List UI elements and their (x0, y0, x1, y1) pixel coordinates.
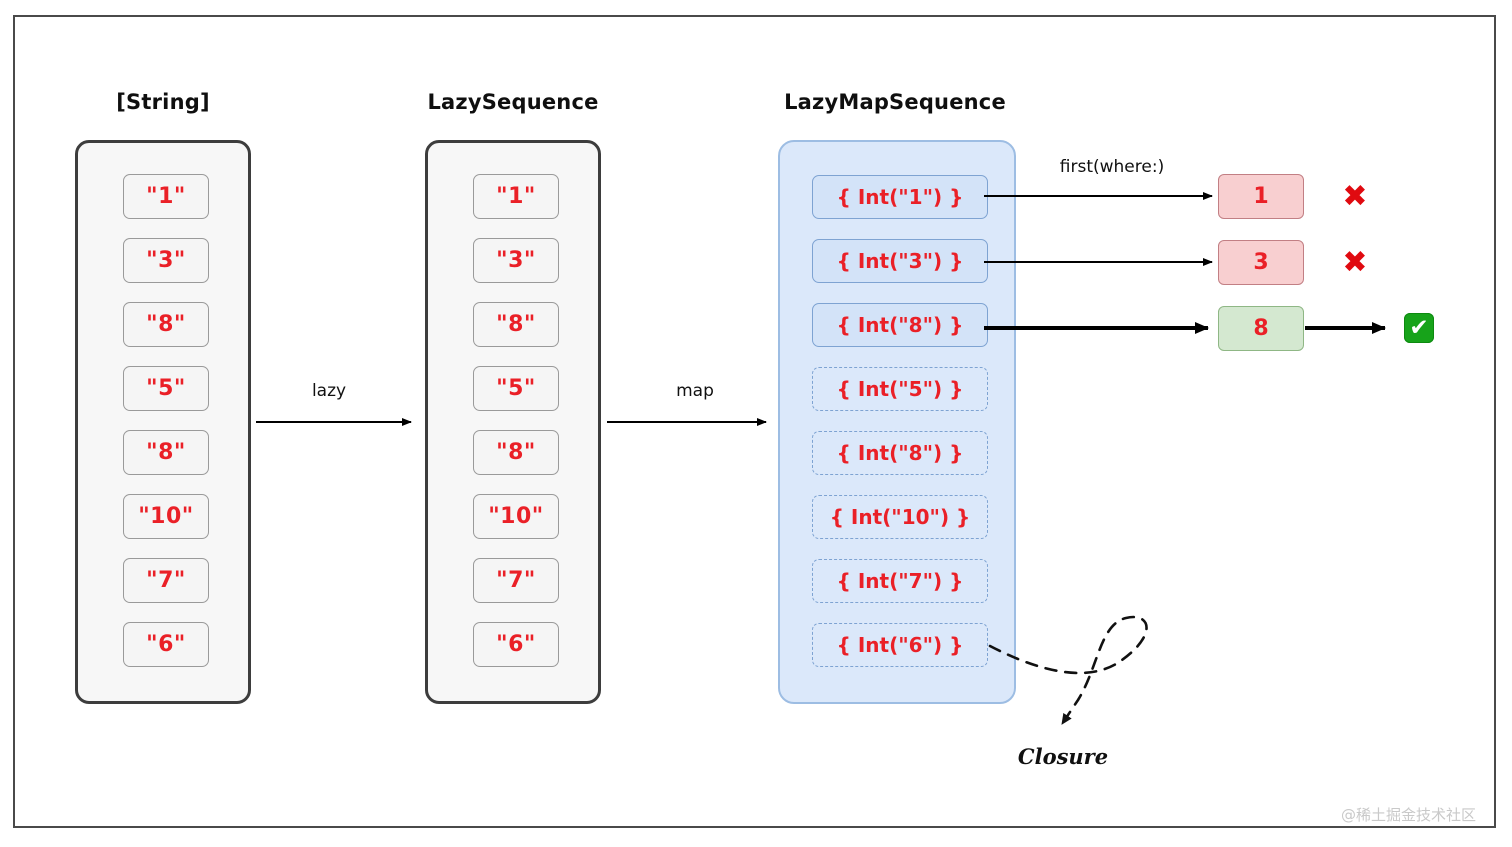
list-item[interactable]: "1" (473, 174, 559, 219)
list-item[interactable]: "5" (123, 366, 209, 411)
list-item[interactable]: "7" (123, 558, 209, 603)
list-item[interactable]: "10" (473, 494, 559, 539)
list-item-pending[interactable]: { Int("6") } (812, 623, 988, 667)
list-item[interactable]: "3" (473, 238, 559, 283)
list-item-pending[interactable]: { Int("10") } (812, 495, 988, 539)
column-title-lazy-sequence: LazySequence (427, 90, 599, 114)
list-item-pending[interactable]: { Int("7") } (812, 559, 988, 603)
list-item[interactable]: "8" (473, 302, 559, 347)
list-item-evaluated[interactable]: { Int("8") } (812, 303, 988, 347)
list-item-pending[interactable]: { Int("8") } (812, 431, 988, 475)
list-item[interactable]: "7" (473, 558, 559, 603)
lazy-map-sequence-container: { Int("1") } { Int("3") } { Int("8") } {… (778, 140, 1016, 704)
list-item[interactable]: "8" (123, 302, 209, 347)
closure-label: Closure (1017, 744, 1109, 769)
result-box-1[interactable]: 1 (1218, 174, 1304, 219)
cross-icon: ✖ (1342, 179, 1368, 214)
list-item[interactable]: "1" (123, 174, 209, 219)
list-item[interactable]: "8" (473, 430, 559, 475)
cross-icon: ✖ (1342, 245, 1368, 280)
result-box-2[interactable]: 3 (1218, 240, 1304, 285)
string-array-container: "1" "3" "8" "5" "8" "10" "7" "6" (75, 140, 251, 704)
column-title-string-array: [String] (116, 90, 210, 114)
first-where-label: first(where:) (1059, 157, 1165, 177)
lazy-sequence-container: "1" "3" "8" "5" "8" "10" "7" "6" (425, 140, 601, 704)
list-item[interactable]: "3" (123, 238, 209, 283)
list-item-evaluated[interactable]: { Int("1") } (812, 175, 988, 219)
list-item[interactable]: "5" (473, 366, 559, 411)
map-arrow-label: map (676, 381, 714, 401)
lazy-arrow-label: lazy (311, 381, 347, 401)
column-title-lazy-map-sequence: LazyMapSequence (784, 90, 1006, 114)
check-icon: ✔ (1404, 313, 1434, 343)
list-item[interactable]: "8" (123, 430, 209, 475)
watermark: @稀土掘金技术社区 (1340, 806, 1476, 824)
list-item-pending[interactable]: { Int("5") } (812, 367, 988, 411)
list-item-evaluated[interactable]: { Int("3") } (812, 239, 988, 283)
list-item[interactable]: "6" (123, 622, 209, 667)
result-box-3[interactable]: 8 (1218, 306, 1304, 351)
list-item[interactable]: "6" (473, 622, 559, 667)
list-item[interactable]: "10" (123, 494, 209, 539)
